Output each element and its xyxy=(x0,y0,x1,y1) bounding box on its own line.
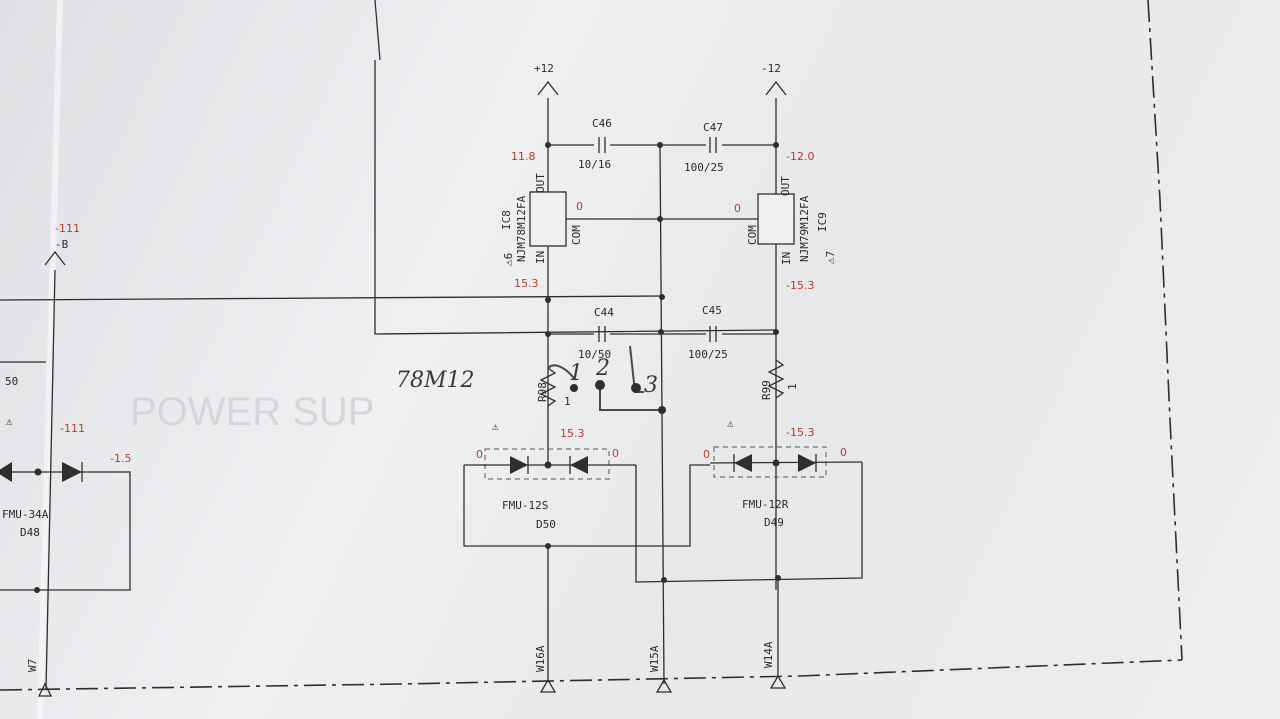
ic8-pin-in: IN xyxy=(534,251,547,264)
ic8-note: ⚠6 xyxy=(502,253,515,266)
d50-ref: D50 xyxy=(536,518,556,531)
diode-pair-d49: FMU-12R D49 xyxy=(709,446,863,529)
d49-diode-b-icon xyxy=(798,454,816,472)
r99-value: 1 xyxy=(786,383,799,390)
ic8-com-voltage: 0 xyxy=(576,200,583,213)
negative-rail-label: -12 xyxy=(761,62,781,75)
d50-diode-a-icon xyxy=(510,456,528,474)
ic9-pin-com: COM xyxy=(746,225,759,245)
watermark-text: POWER SUP xyxy=(130,390,374,434)
capacitor-c47: C47 100/25 xyxy=(684,121,724,174)
ic8-pin-out: OUT xyxy=(534,173,547,193)
r98-node-voltage: 15.3 xyxy=(560,427,585,440)
capacitor-c44: C44 10/50 xyxy=(578,306,614,361)
left-diode-icon xyxy=(62,462,82,482)
r98-warning-icon: ⚠ xyxy=(492,420,499,433)
capacitor-c46: C46 10/16 xyxy=(578,117,612,171)
border-bottom xyxy=(0,659,1183,691)
connector-w16a: W16A xyxy=(534,645,557,693)
left-fragment: -111 -B 50 ⚠ -111 -1.5 FMU-34A D48 W7 xyxy=(0,222,131,697)
r99-node-voltage: -15.3 xyxy=(786,426,814,439)
capacitor-c45: C45 100/25 xyxy=(688,304,728,361)
r98-value: 1 xyxy=(564,395,571,408)
ic9-note: ⚠7 xyxy=(824,251,837,264)
diode-pair-d50: FMU-12S D50 xyxy=(463,448,863,583)
left-rail-voltage: -111 xyxy=(55,222,80,235)
c46-value: 10/16 xyxy=(578,158,611,171)
resistor-r98: R98 1 ⚠ xyxy=(492,367,571,433)
d49-right-voltage: 0 xyxy=(840,446,847,459)
r99-warning-icon: ⚠ xyxy=(727,417,734,430)
connector-w14a: W14A xyxy=(762,641,787,689)
ic8-pin-com: COM xyxy=(570,225,583,245)
left-rail-label: -B xyxy=(55,238,69,251)
c44-ref: C44 xyxy=(594,306,614,319)
ic9-ref: IC9 xyxy=(816,212,829,232)
ic8-part: NJM78M12FA xyxy=(515,195,528,262)
left-diode-part: FMU-34A xyxy=(2,508,49,521)
w15a-label: W15A xyxy=(648,645,661,672)
ic9-out-voltage: -12.0 xyxy=(786,150,814,163)
ic8-out-voltage: 11.8 xyxy=(511,150,536,163)
left-warning-icon: ⚠ xyxy=(6,415,13,428)
w16a-label: W16A xyxy=(534,645,547,672)
d50-diode-b-icon xyxy=(570,456,588,474)
c45-ref: C45 xyxy=(702,304,722,317)
left-resistor-value: 50 xyxy=(5,375,18,388)
c46-ref: C46 xyxy=(592,117,612,130)
r99-ref: R99 xyxy=(760,380,773,400)
ic9-com-voltage: 0 xyxy=(734,202,741,215)
r98-ref: R98 xyxy=(536,382,549,402)
c47-value: 100/25 xyxy=(684,161,724,174)
connector-w15a: W15A xyxy=(648,645,673,693)
negative-rail: -12 xyxy=(761,62,787,590)
d49-ref: D49 xyxy=(764,516,784,529)
left-voltage-2: -1.5 xyxy=(110,452,131,465)
left-connector-label: W7 xyxy=(26,659,39,672)
ic9-pin-out: OUT xyxy=(779,176,792,196)
handwritten-pin-3: 3 xyxy=(644,373,658,398)
paper-fold xyxy=(37,0,63,719)
resistor-r99: R99 1 ⚠ xyxy=(727,359,799,430)
d50-left-voltage: 0 xyxy=(476,448,483,461)
d49-left-voltage: 0 xyxy=(703,448,710,461)
ic9-in-voltage: -15.3 xyxy=(786,279,814,292)
w14a-label: W14A xyxy=(762,641,775,668)
d50-part: FMU-12S xyxy=(502,499,548,512)
left-diode-ref: D48 xyxy=(20,526,40,539)
ic9-pin-in: IN xyxy=(780,252,793,265)
positive-rail-label: +12 xyxy=(534,62,554,75)
c47-ref: C47 xyxy=(703,121,723,134)
c45-value: 100/25 xyxy=(688,348,728,361)
handwritten-pin-1: 1 xyxy=(569,361,583,386)
ic9-regulator: OUT IN COM NJM79M12FA IC9 ⚠7 xyxy=(746,176,837,265)
ic8-in-voltage: 15.3 xyxy=(514,277,539,290)
ic8-ref: IC8 xyxy=(500,210,513,230)
handwritten-note: 78M12 xyxy=(396,368,475,393)
handwritten-pin-2: 2 xyxy=(595,356,610,381)
c44-value: 10/50 xyxy=(578,348,611,361)
d49-diode-a-icon xyxy=(734,454,752,472)
border-right xyxy=(1147,0,1183,661)
d49-part: FMU-12R xyxy=(742,498,789,511)
left-voltage-1: -111 xyxy=(60,422,85,435)
ic9-part: NJM79M12FA xyxy=(798,195,811,262)
d50-right-voltage: 0 xyxy=(612,447,619,460)
